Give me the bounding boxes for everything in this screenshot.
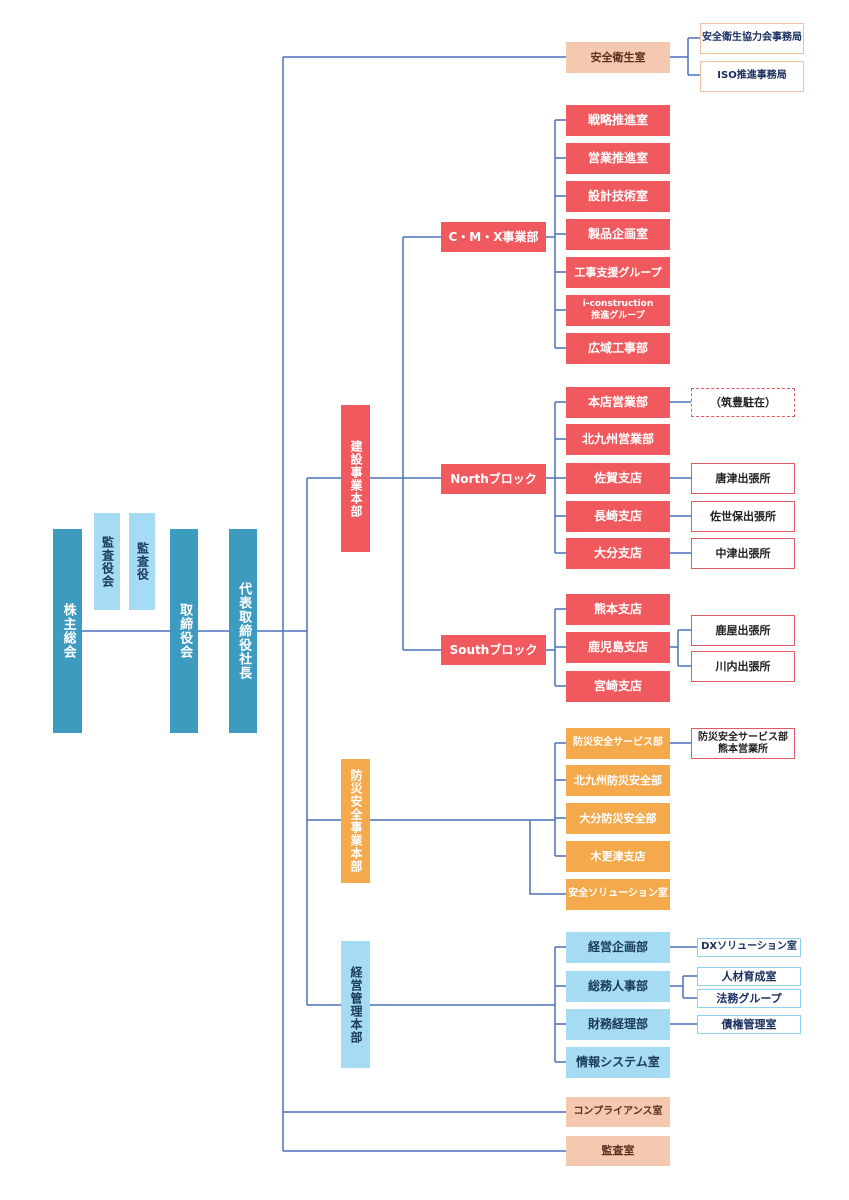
cmx-child-box: 製品企画室 [566,219,670,250]
north-child-box: 佐賀支店 [566,463,670,494]
north-block-box: Northブロック [441,464,546,494]
bousai-child-box: 木更津支店 [566,841,670,872]
bousai-child-box: 大分防災安全部 [566,803,670,834]
keiei-child-box: 情報システム室 [566,1047,670,1078]
shareholders-meeting-box: 株主総会 [53,529,82,733]
bousai-service-label: 防災安全サービス部 [698,732,788,743]
kanoya-office-box: 鹿屋出張所 [691,615,795,646]
construction-division-box: 建設事業本部 [341,405,370,552]
audit-office-box: 監査室 [566,1136,670,1166]
cmx-child-box: 広域工事部 [566,333,670,364]
karatsu-office-box: 唐津出張所 [691,463,795,494]
board-of-directors-box: 取締役会 [170,529,198,733]
safety-health-office-box: 安全衛生室 [566,42,670,73]
iconstruction-label: i-construction [582,299,654,310]
bousai-child-box: 安全ソリューション室 [566,879,670,910]
kumamoto-sales-office-box: 防災安全サービス部 熊本営業所 [691,728,795,759]
north-child-box: 北九州営業部 [566,424,670,455]
south-child-box: 宮崎支店 [566,671,670,702]
south-child-box: 熊本支店 [566,594,670,625]
keiei-child-box: 経営企画部 [566,932,670,963]
dx-solution-box: DXソリューション室 [697,938,801,957]
management-division-box: 経営管理本部 [341,941,370,1068]
iso-office-box: ISO推進事務局 [700,61,804,92]
cmx-child-box: 設計技術室 [566,181,670,212]
cmx-child-box: 営業推進室 [566,143,670,174]
north-child-box: 大分支店 [566,538,670,569]
sasebo-office-box: 佐世保出張所 [691,501,795,532]
credit-management-box: 債権管理室 [697,1015,801,1034]
iconstruction-group-box: i-construction 推進グループ [566,295,670,326]
cmx-child-box: 工事支援グループ [566,257,670,288]
bousai-child-box: 防災安全サービス部 [566,728,670,759]
auditor-box: 監査役 [129,513,155,610]
sendai-office-box: 川内出張所 [691,651,795,682]
nakatsu-office-box: 中津出張所 [691,538,795,569]
keiei-child-box: 総務人事部 [566,971,670,1002]
south-child-box: 鹿児島支店 [566,632,670,663]
audit-board-box: 監査役会 [94,513,120,610]
cmx-division-box: C・M・X事業部 [441,222,546,252]
north-child-box: 本店営業部 [566,387,670,418]
bousai-child-box: 北九州防災安全部 [566,765,670,796]
north-child-box: 長崎支店 [566,501,670,532]
kumamoto-office-label: 熊本営業所 [718,743,768,755]
keiei-child-box: 財務経理部 [566,1009,670,1040]
compliance-office-box: コンプライアンス室 [566,1097,670,1127]
hr-development-box: 人材育成室 [697,967,801,986]
cmx-child-box: 戦略推進室 [566,105,670,136]
south-block-box: Southブロック [441,635,546,665]
legal-group-box: 法務グループ [697,989,801,1008]
safety-cooperation-office-box: 安全衛生協力会事務局 [700,23,804,54]
disaster-safety-division-box: 防災安全事業本部 [341,759,370,883]
promotion-group-label: 推進グループ [591,310,645,321]
president-box: 代表取締役社長 [229,529,257,733]
chikuho-stationed-box: （筑豊駐在） [691,388,795,417]
